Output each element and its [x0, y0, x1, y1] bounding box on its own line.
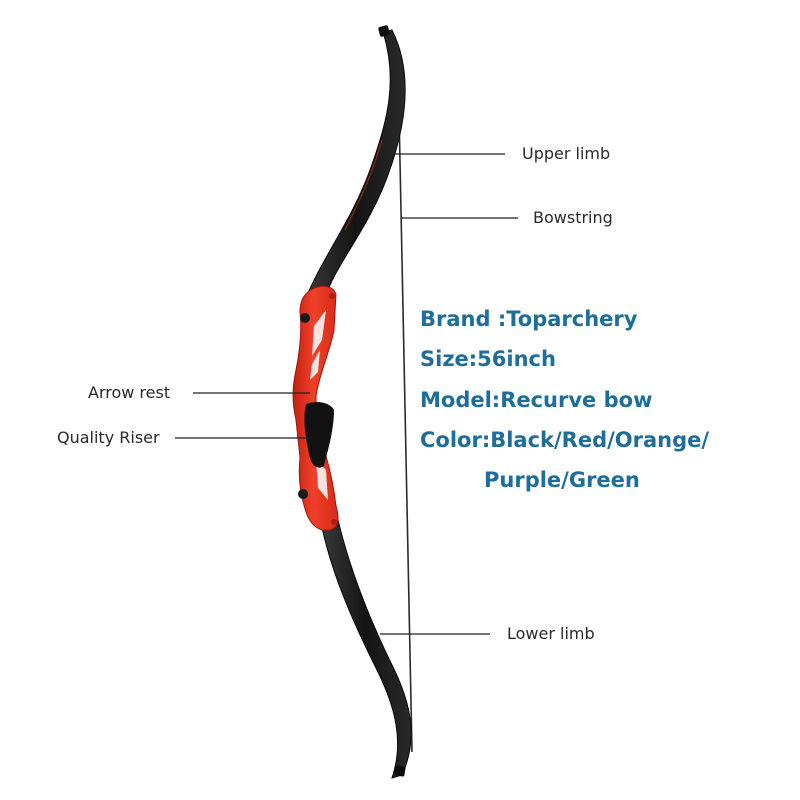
spec-color-line2: Purple/Green [484, 468, 640, 492]
lower-limb-label: Lower limb [507, 624, 595, 643]
riser-window-upper [312, 310, 326, 356]
quality-riser-label: Quality Riser [57, 428, 160, 447]
arrow-rest-label: Arrow rest [88, 383, 171, 402]
grip-shape [304, 402, 334, 468]
riser-screw-bottom [331, 519, 337, 525]
spec-size: Size:56inch [420, 347, 556, 371]
upper-limb-label: Upper limb [522, 144, 611, 163]
riser-screw-top [329, 293, 335, 299]
spec-brand: Brand :Toparchery [420, 307, 638, 331]
upper-limb-shape [304, 29, 406, 301]
spec-color-line1: Color:Black/Red/Orange/ [420, 428, 710, 452]
spec-model: Model:Recurve bow [420, 388, 653, 412]
upper-limb-bolt [300, 313, 310, 323]
lower-limb-shape [319, 517, 412, 779]
lower-limb-tip [394, 765, 406, 777]
bowstring-line [398, 111, 413, 753]
upper-limb-tip [378, 25, 390, 37]
bowstring-label: Bowstring [533, 208, 613, 227]
riser-window-lower [316, 460, 328, 500]
riser-window-upper-2 [310, 350, 320, 380]
upper-limb-accent [344, 139, 383, 231]
lower-limb-bolt [298, 489, 308, 499]
